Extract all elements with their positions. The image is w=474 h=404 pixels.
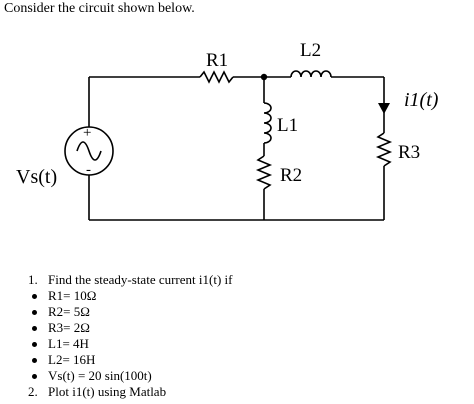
resistor-r2 [255,155,273,190]
question-1-text: Find the steady-state current i1(t) if [48,272,233,287]
param-r3: R3= 2Ω [28,320,232,336]
inductor-l1 [263,102,272,144]
param-l2: L2= 16H [28,352,232,368]
intro-text: Consider the circuit shown below. [4,1,195,16]
source-label: Vs(t) [16,166,57,188]
junction-node [260,73,268,81]
source-minus-sign: - [86,162,91,178]
current-label: i1(t) [404,89,439,111]
param-vs: Vs(t) = 20 sin(100t) [28,368,232,384]
param-l1: L1= 4H [28,336,232,352]
l2-label: L2 [300,40,321,61]
resistor-r3 [375,132,393,167]
inductor-l2 [290,70,332,78]
circuit-diagram: + - Vs(t) R1 L2 L1 R2 R3 i1(t) [16,40,439,221]
question-1: 1. Find the steady-state current i1(t) if [28,272,232,288]
source-plus-sign: + [83,125,91,141]
l1-label: L1 [277,115,298,136]
question-2-number: 2. [28,384,38,399]
r2-label: R2 [280,165,302,186]
r1-label: R1 [206,50,228,71]
sine-wave-icon [76,141,102,161]
question-1-number: 1. [28,272,38,287]
question-2-text: Plot i1(t) using Matlab [48,384,167,399]
param-r2: R2= 5Ω [28,304,232,320]
resistor-r1 [199,70,234,84]
question-2: 2. Plot i1(t) using Matlab [28,384,232,400]
voltage-source-circle [64,126,114,176]
r3-label: R3 [398,142,420,163]
current-arrow-icon [378,103,390,114]
question-list: 1. Find the steady-state current i1(t) if… [28,272,232,400]
param-r1: R1= 10Ω [28,288,232,304]
